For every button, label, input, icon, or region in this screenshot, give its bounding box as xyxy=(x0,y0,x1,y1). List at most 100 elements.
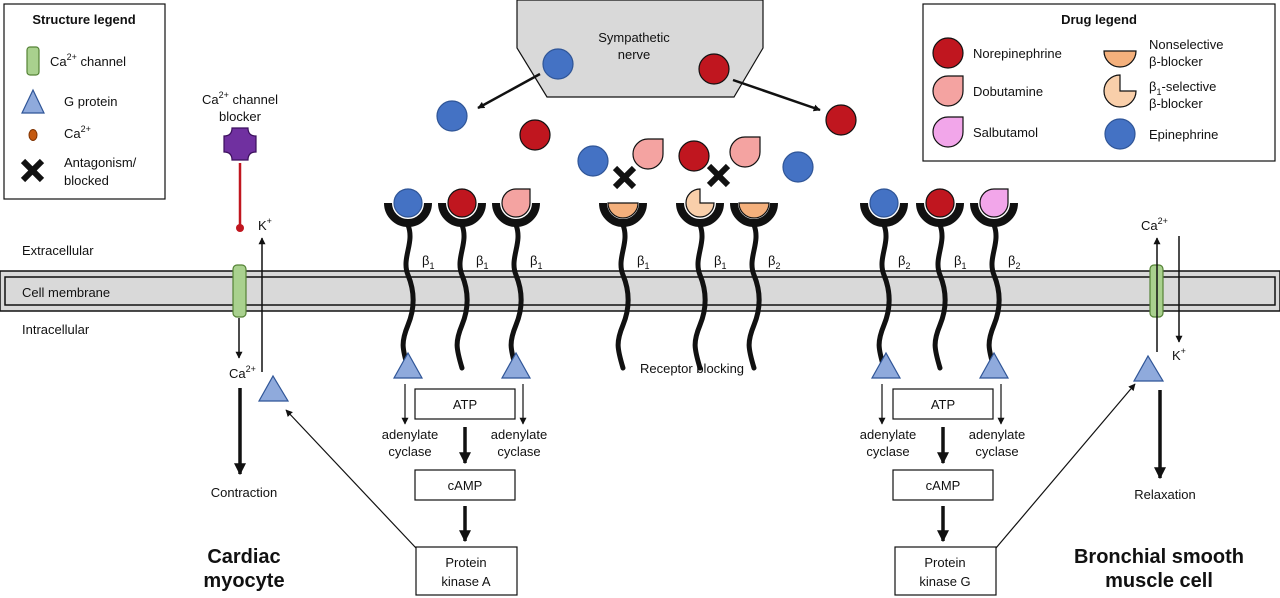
beta-receptor-7: β2 xyxy=(860,188,911,371)
right-g-protein-1 xyxy=(870,351,902,379)
receptor-ligand-salbutamol xyxy=(979,188,1009,218)
block-x-icon-2 xyxy=(706,163,731,188)
drug-legend-title: Drug legend xyxy=(1061,12,1137,27)
left-pathway: ATP adenylate cyclase adenylate cyclase … xyxy=(285,351,547,596)
k-label-right: K+ xyxy=(1172,346,1186,363)
left-ac-1-line1: adenylate xyxy=(382,427,438,442)
beta-receptor-2: β1 xyxy=(438,188,489,371)
free-epinephrine-1 xyxy=(436,100,468,132)
beta-receptor-1: β1 xyxy=(384,188,435,371)
k-label-left: K+ xyxy=(258,216,272,233)
ca-channel-blocker: Ca2+ channel blocker xyxy=(202,90,278,232)
legend-antagonism-label-2: blocked xyxy=(64,173,109,188)
blocked-ligands xyxy=(577,136,761,190)
relaxation-label: Relaxation xyxy=(1134,487,1195,502)
norepinephrine-swatch xyxy=(932,37,964,69)
epinephrine-swatch xyxy=(1104,118,1136,150)
blocker-label-2: blocker xyxy=(219,109,262,124)
release-arrow-left xyxy=(477,72,541,110)
receptor-blocking-label: Receptor blocking xyxy=(640,361,744,376)
right-atp: ATP xyxy=(931,397,955,412)
right-kinase-1: Protein xyxy=(924,555,965,570)
blocker-label-1: Ca2+ channel xyxy=(202,90,278,107)
release-arrow-right xyxy=(732,78,821,112)
antagonism-x-icon xyxy=(20,158,45,183)
cardiac-title-1: Cardiac xyxy=(207,546,280,568)
blocked-dobutamine-1 xyxy=(632,138,664,170)
right-kinase-2: kinase G xyxy=(919,574,970,589)
cardiac-ca-channel xyxy=(232,264,247,318)
structure-legend: Structure legend Ca2+ channel G protein … xyxy=(3,3,166,200)
blocked-dobutamine-2 xyxy=(729,136,761,168)
left-camp: cAMP xyxy=(448,478,483,493)
receptor-type-label: β1 xyxy=(530,253,543,271)
left-kinase-2: kinase A xyxy=(441,574,490,589)
legend-ca-channel-label: Ca2+ channel xyxy=(50,52,126,69)
right-pathway: ATP adenylate cyclase adenylate cyclase … xyxy=(860,351,1136,596)
free-norepinephrine-2 xyxy=(825,104,857,136)
ca-ion-icon xyxy=(28,129,38,141)
receptor-ligand-norepinephrine xyxy=(447,188,477,218)
dobutamine-swatch xyxy=(932,75,964,107)
left-ac-2-line2: cyclase xyxy=(497,444,540,459)
right-ac-2-line1: adenylate xyxy=(969,427,1025,442)
beta-receptor-8: β1 xyxy=(916,188,967,371)
nonselective-blocker-swatch xyxy=(1103,50,1137,68)
beta-receptors: β1 β1 β1 β1 β1 β2 β2 β1 β2 xyxy=(384,188,1021,371)
beta-receptor-6: β2 xyxy=(730,202,781,371)
receptor-ligand-norepinephrine xyxy=(925,188,955,218)
receptor-ligand-epinephrine xyxy=(869,188,899,218)
left-g-protein-1 xyxy=(392,351,424,379)
ca-channel-icon xyxy=(26,46,40,76)
contraction-label: Contraction xyxy=(211,485,277,500)
receptor-type-label: β2 xyxy=(898,253,911,271)
blocker-icon xyxy=(223,127,257,161)
bronchial-title-2: muscle cell xyxy=(1105,570,1213,592)
receptor-type-label: β1 xyxy=(714,253,727,271)
right-ac-1-line2: cyclase xyxy=(866,444,909,459)
cell-membrane-label: Cell membrane xyxy=(22,285,110,300)
receptor-type-label: β2 xyxy=(768,253,781,271)
extracellular-label: Extracellular xyxy=(22,243,94,258)
receptor-type-label: β1 xyxy=(637,253,650,271)
nonselective-label-1: Nonselective xyxy=(1149,37,1223,52)
beta-receptor-5: β1 xyxy=(676,188,727,371)
right-ac-2-line2: cyclase xyxy=(975,444,1018,459)
left-g-protein-2 xyxy=(500,351,532,379)
receptor-ligand-dobutamine xyxy=(501,188,531,218)
beta-receptor-9: β2 xyxy=(970,188,1021,371)
nerve-epinephrine xyxy=(542,48,574,80)
receptor-ligand-nonselective xyxy=(607,202,639,219)
nerve-norepinephrine xyxy=(698,53,730,85)
intracellular-label: Intracellular xyxy=(22,322,90,337)
legend-g-protein-label: G protein xyxy=(64,94,117,109)
norepinephrine-label: Norepinephrine xyxy=(973,46,1062,61)
right-ac-1-line1: adenylate xyxy=(860,427,916,442)
receptor-type-label: β2 xyxy=(1008,253,1021,271)
receptor-ligand-nonselective xyxy=(738,202,770,219)
left-ac-2-line1: adenylate xyxy=(491,427,547,442)
salbutamol-label: Salbutamol xyxy=(973,125,1038,140)
receptor-type-label: β1 xyxy=(476,253,489,271)
left-atp: ATP xyxy=(453,397,477,412)
beta-receptor-4: β1 xyxy=(599,202,650,371)
ca-label-right: Ca2+ xyxy=(1141,216,1168,233)
ca-label-left: Ca2+ xyxy=(229,364,256,381)
structure-legend-title: Structure legend xyxy=(32,12,135,27)
right-camp: cAMP xyxy=(926,478,961,493)
blocked-epinephrine xyxy=(577,145,609,177)
left-ac-1-line2: cyclase xyxy=(388,444,431,459)
dobutamine-label: Dobutamine xyxy=(973,84,1043,99)
left-kinase-1: Protein xyxy=(445,555,486,570)
nerve-label-1: Sympathetic xyxy=(598,30,670,45)
nonselective-label-2: β-blocker xyxy=(1149,54,1203,69)
bronchial-title-1: Bronchial smooth xyxy=(1074,546,1244,568)
receptor-ligand-b1-selective xyxy=(685,188,715,218)
free-norepinephrine-1 xyxy=(519,119,551,151)
bronchial-g-protein-free xyxy=(1132,354,1165,382)
cardiac-g-protein-free xyxy=(257,374,290,402)
beta-receptor-3: β1 xyxy=(492,188,543,371)
receptor-ligand-epinephrine xyxy=(393,188,423,218)
cell-membrane xyxy=(0,270,1280,312)
